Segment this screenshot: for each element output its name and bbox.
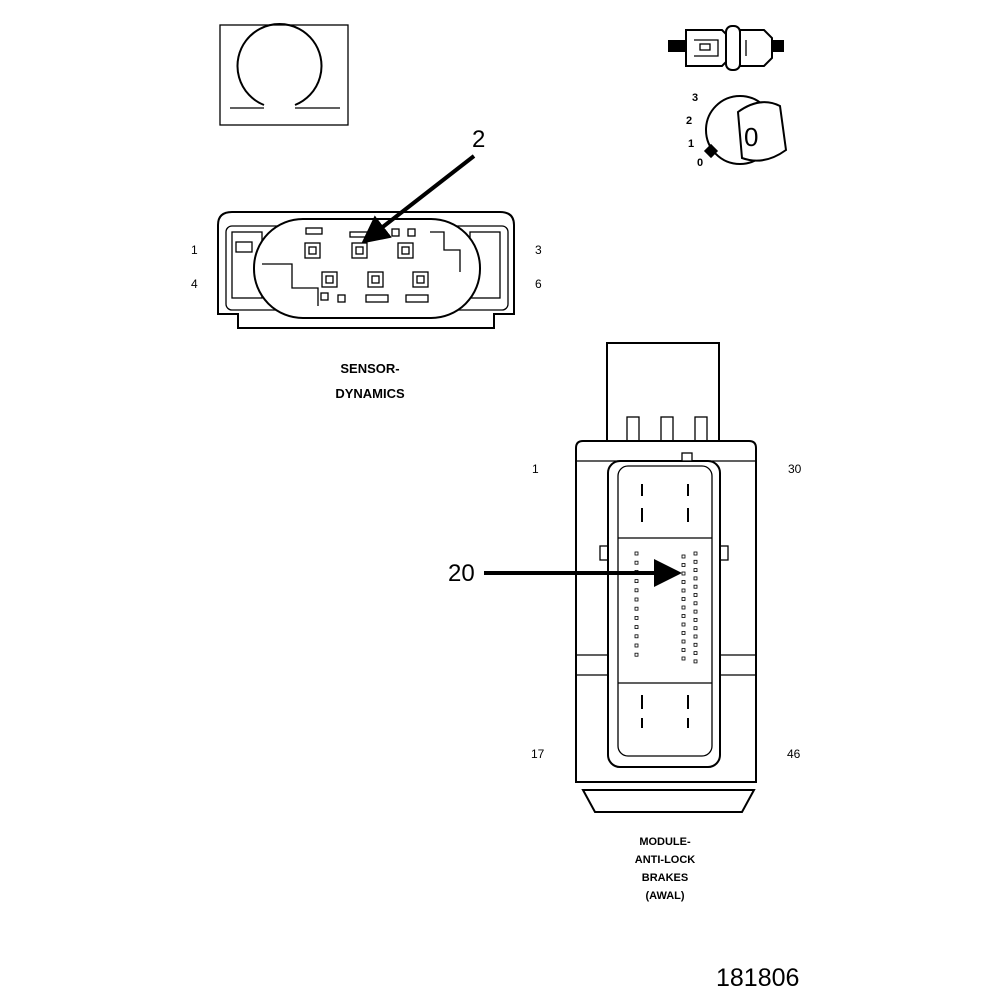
pin-cavity (693, 551, 698, 556)
pin-cavity (634, 588, 639, 593)
abs-callout-number: 20 (448, 560, 475, 587)
pin-cavity (634, 551, 639, 556)
pin-cavity (681, 580, 686, 584)
key-position-indicator: 0 (744, 122, 758, 152)
pin-cavity (634, 616, 639, 620)
pin-cavity (693, 609, 698, 614)
pin-cavity (681, 597, 686, 601)
pin-cavity (693, 634, 698, 639)
pin-cavity (681, 571, 686, 576)
pin-cavity (693, 559, 698, 564)
pin-cavity (693, 659, 698, 664)
sensor-pin-label-6: 6 (535, 277, 542, 291)
pin-cavity (693, 626, 698, 631)
key-position-1: 1 (688, 138, 694, 150)
pin-cavity (681, 622, 686, 627)
pin-cavity (693, 651, 698, 655)
pin-cavity (634, 560, 639, 565)
sensor-dynamics-connector (217, 211, 515, 329)
pin-cavity (693, 576, 698, 581)
sensor-callout-arrow (361, 154, 476, 244)
connector-pin-cavity (367, 271, 384, 288)
pin-cavity (681, 631, 686, 635)
pin-cavity (634, 606, 639, 611)
connector-pin-cavity (412, 271, 429, 288)
figure-number: 181806 (716, 964, 799, 992)
abs-pin-cavity-grid (634, 551, 698, 664)
key-position-0: 0 (697, 157, 703, 169)
pin-cavity (634, 597, 639, 602)
pin-cavity (681, 605, 686, 610)
abs-title-line1: MODULE- (639, 836, 691, 848)
abs-pin-label-17: 17 (531, 747, 545, 761)
pin-cavity (681, 614, 686, 618)
pin-cavity (693, 601, 698, 606)
ignition-key-icon: 3 2 1 0 0 (686, 92, 788, 169)
connector-pin-cavity (397, 242, 414, 259)
sensor-pin-label-1: 1 (191, 243, 198, 257)
sensor-pin-label-3: 3 (535, 243, 542, 257)
sensor-title-line2: DYNAMICS (335, 386, 405, 401)
pin-cavity (693, 618, 698, 622)
pin-cavity (634, 643, 639, 648)
pin-cavity (634, 652, 639, 657)
key-position-3: 3 (692, 92, 698, 104)
abs-title-line3: BRAKES (642, 872, 688, 884)
pin-cavity (693, 593, 698, 597)
pin-cavity (634, 579, 639, 583)
key-position-2: 2 (686, 115, 692, 127)
abs-pin-label-30: 30 (788, 462, 802, 476)
abs-title-line4: (AWAL) (645, 890, 684, 902)
sensor-callout-number: 2 (472, 126, 485, 153)
pin-cavity (693, 568, 698, 572)
abs-pin-label-1: 1 (532, 462, 539, 476)
pin-cavity (693, 584, 698, 589)
pin-cavity (681, 648, 686, 652)
connector-pin-cavity (321, 271, 338, 288)
pin-cavity (634, 625, 639, 629)
abs-module-connector (575, 342, 757, 813)
pin-cavity (693, 642, 698, 647)
pin-cavity (681, 554, 686, 559)
pin-cavity (681, 588, 686, 593)
view-direction-symbol (219, 23, 349, 126)
sensor-title-line1: SENSOR- (340, 361, 399, 376)
pin-cavity (681, 656, 686, 661)
connector-pin-cavity (304, 242, 321, 259)
connector-plug-icon (668, 25, 784, 71)
abs-title-line2: ANTI-LOCK (635, 854, 696, 866)
rotation-arc-icon (236, 23, 323, 106)
abs-pin-label-46: 46 (787, 747, 801, 761)
sensor-pin-label-4: 4 (191, 277, 198, 291)
connector-pin-cavity (351, 242, 368, 259)
pin-cavity (634, 634, 639, 639)
pin-cavity (681, 639, 686, 644)
pin-cavity (681, 563, 686, 567)
